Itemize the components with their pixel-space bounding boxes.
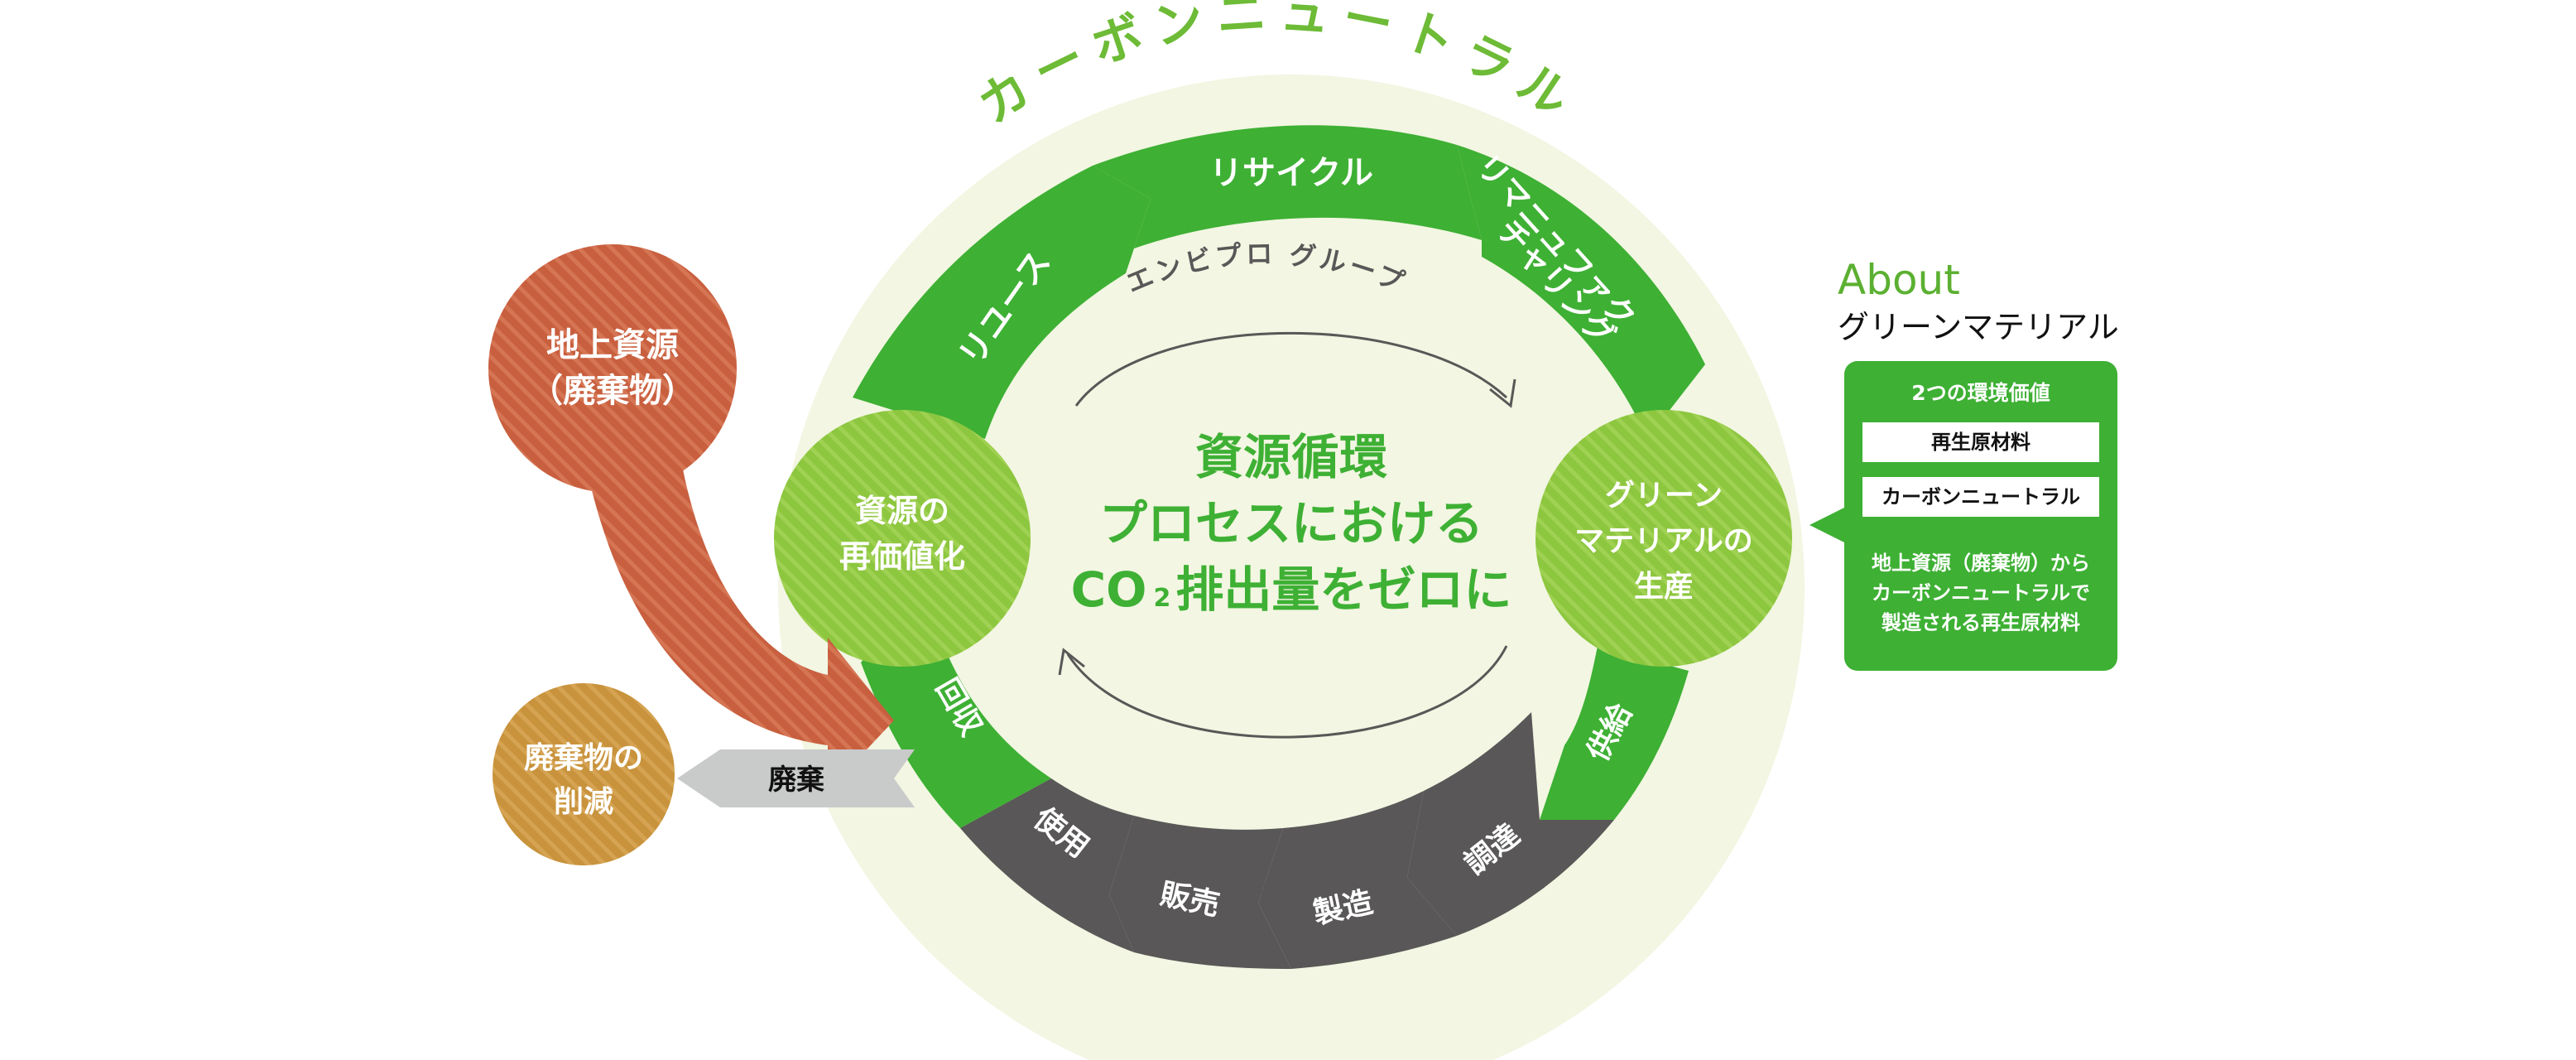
circle-green-material-line-3: 生産	[1634, 570, 1694, 604]
about-subtitle: グリーンマテリアル	[1838, 309, 2119, 345]
about-title: About	[1838, 256, 1960, 304]
center-emissions: 排出量をゼロに	[1175, 561, 1511, 618]
about-callout-pointer	[1809, 507, 1846, 543]
about-chip-carbon-neutral: カーボンニュートラル	[1862, 477, 2099, 517]
circle-waste-reduction-line-2: 削減	[554, 785, 613, 819]
center-subscript-2: 2	[1153, 584, 1170, 613]
segment-recycle[interactable]	[1093, 125, 1482, 248]
circle-waste-reduction-line-1: 廃棄物の	[524, 741, 643, 775]
segment-collect[interactable]	[861, 613, 1051, 828]
about-note-line-3: 製造される再生原材料	[1882, 611, 2080, 634]
center-co: CO	[1071, 561, 1147, 618]
disposal-arrow	[677, 749, 915, 807]
about-info-box: 2つの環境価値 再生原材料 カーボンニュートラル 地上資源（廃棄物）から カーボ…	[1844, 361, 2117, 671]
about-note-line-2: カーボンニュートラルで	[1872, 581, 2090, 605]
about-note: 地上資源（廃棄物）から カーボンニュートラルで 製造される再生原材料	[1859, 548, 2103, 638]
segment-procure[interactable]	[1407, 712, 1614, 936]
circle-revalue[interactable]	[774, 410, 1031, 667]
about-heading: About グリーンマテリアル	[1838, 257, 2119, 348]
circle-green-material-line-1: グリーン	[1605, 479, 1723, 513]
chain-cycle-arrowhead	[1058, 648, 1085, 676]
about-caption: 2つの環境価値	[1911, 381, 2050, 405]
segment-label-recycle: リサイクル	[1209, 154, 1373, 192]
circle-revalue-line-1: 資源の	[855, 493, 949, 529]
circle-above-ground-line-2: （廃棄物）	[530, 372, 695, 410]
disposal-arrow-label: 廃棄	[768, 764, 824, 797]
about-note-line-1: 地上資源（廃棄物）から	[1872, 552, 2090, 575]
segment-sell[interactable]	[1109, 816, 1291, 969]
circle-above-ground[interactable]	[488, 244, 737, 493]
circle-revalue-line-2: 再価値化	[839, 538, 965, 575]
chain-cycle-arrow	[1066, 645, 1508, 739]
segment-manufacture[interactable]	[1258, 791, 1457, 969]
segment-remanufacturing[interactable]	[1457, 145, 1705, 439]
center-line-1: 資源循環	[1195, 429, 1387, 485]
above-ground-arrow	[579, 431, 894, 791]
segment-supply[interactable]	[1540, 646, 1689, 820]
circle-green-material[interactable]	[1536, 410, 1792, 667]
circle-above-ground-line-1: 地上資源	[546, 326, 679, 364]
center-line-2: プロセスにおける	[1099, 495, 1483, 552]
segment-use[interactable]	[960, 778, 1134, 952]
circle-green-material-line-2: マテリアルの	[1574, 524, 1753, 558]
group-cycle-arrow	[1074, 331, 1508, 407]
about-chip-recycled-material: 再生原材料	[1862, 422, 2099, 462]
circle-waste-reduction[interactable]	[493, 683, 675, 865]
group-cycle-arrowhead	[1489, 378, 1516, 408]
segment-reuse[interactable]	[853, 166, 1151, 439]
